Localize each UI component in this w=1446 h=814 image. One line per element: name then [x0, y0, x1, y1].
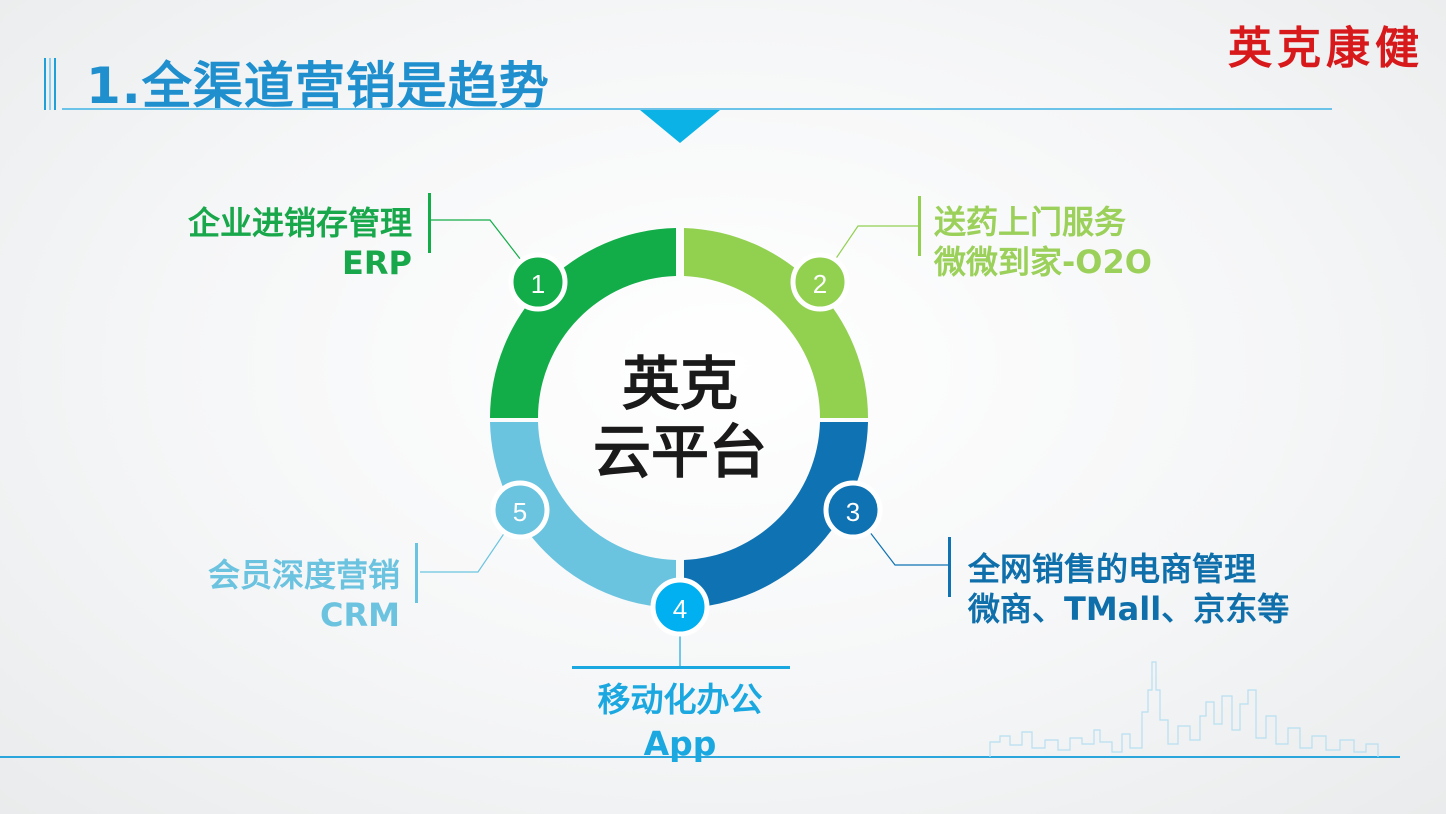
label-o2o: 送药上门服务 微微到家-O2O	[934, 202, 1152, 282]
center-title: 英克 云平台	[560, 350, 800, 486]
badge-number-1: 1	[531, 269, 545, 299]
badge-number-2: 2	[813, 269, 827, 299]
label-erp-subtitle: ERP	[342, 244, 412, 282]
label-ecommerce-title: 全网销售的电商管理	[968, 550, 1257, 588]
label-bar-2	[918, 196, 921, 256]
label-crm-subtitle: CRM	[320, 596, 400, 634]
label-mobile: 移动化办公 App	[520, 678, 840, 766]
label-o2o-subtitle: 微微到家-O2O	[934, 243, 1152, 281]
center-title-line1: 英克	[621, 350, 738, 418]
label-mobile-title: 移动化办公	[597, 680, 763, 719]
badge-4: 4	[650, 577, 710, 637]
label-bar-4	[572, 666, 790, 669]
ring-segment-erp	[489, 228, 676, 418]
badge-5: 5	[490, 480, 550, 540]
page-title: 1.全渠道营销是趋势	[86, 57, 550, 115]
label-erp: 企业进销存管理 ERP	[188, 203, 412, 283]
brand-logo: 英克康健	[1228, 23, 1424, 74]
center-title-line2: 云平台	[592, 418, 767, 486]
badge-number-5: 5	[513, 497, 527, 527]
badge-number-3: 3	[846, 497, 860, 527]
badge-2: 2	[790, 252, 850, 312]
title-divider	[62, 108, 1332, 110]
title-decoration	[44, 58, 60, 110]
label-erp-title: 企业进销存管理	[187, 204, 412, 242]
ring-segment-ecommerce	[684, 422, 868, 608]
ring-segment-o2o	[684, 228, 868, 418]
ring-segment-crm	[490, 422, 676, 608]
label-ecommerce-subtitle: 微商、TMall、京东等	[968, 590, 1290, 628]
label-bar-5	[415, 543, 418, 603]
badge-3: 3	[823, 480, 883, 540]
label-ecommerce: 全网销售的电商管理 微商、TMall、京东等	[968, 549, 1289, 629]
label-mobile-subtitle: App	[643, 724, 717, 763]
label-o2o-title: 送药上门服务	[934, 203, 1127, 241]
skyline-decoration	[989, 661, 1379, 757]
label-bar-3	[948, 537, 951, 597]
badge-number-4: 4	[673, 594, 687, 624]
label-crm-title: 会员深度营销	[207, 556, 400, 594]
pointer-triangle	[640, 110, 720, 143]
label-bar-1	[428, 193, 431, 253]
badge-1: 1	[508, 252, 568, 312]
label-crm: 会员深度营销 CRM	[208, 555, 400, 635]
